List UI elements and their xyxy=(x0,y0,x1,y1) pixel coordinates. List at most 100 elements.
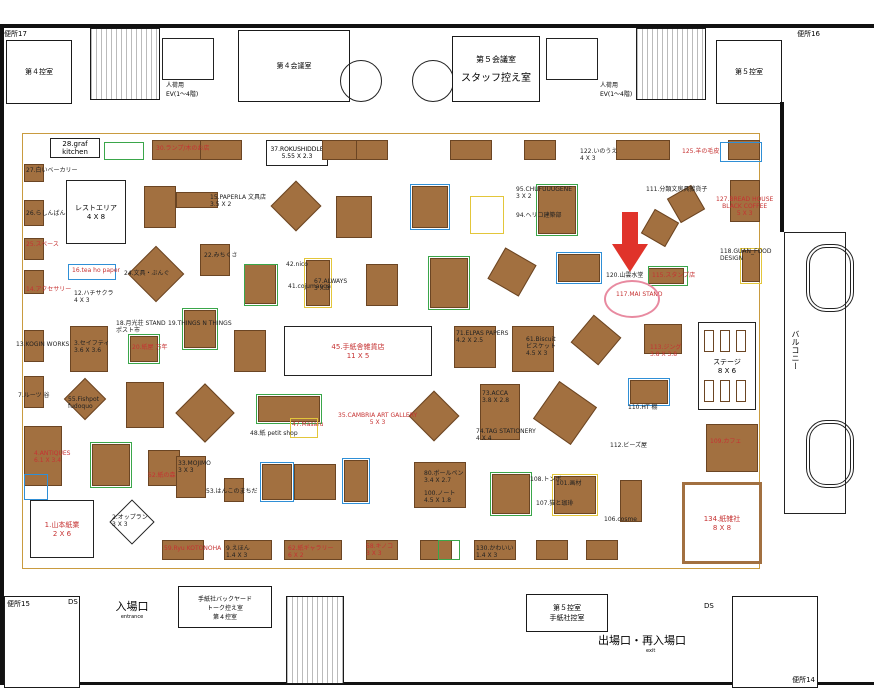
toilet-14: 便所14 xyxy=(732,596,818,688)
arrow-shaft xyxy=(622,212,638,246)
booth-134[interactable]: 134.紙雑社 8 X 8 xyxy=(682,482,762,564)
stair-block-bottom-left xyxy=(286,596,344,684)
booth-127-label[interactable]: 127.BREAD HOUSE BLACK COFFEE 5 X 3 xyxy=(716,196,774,217)
booth-112-label[interactable]: 112.ビーズ屋 xyxy=(610,442,648,449)
booth-73-label[interactable]: 73.ACCA 3.8 X 2.8 xyxy=(482,390,510,404)
highlight-circle-icon xyxy=(604,280,660,318)
table-am xyxy=(414,462,466,508)
table-ai xyxy=(176,456,206,498)
booth-48-label[interactable]: 48.紙 petit shop xyxy=(250,430,298,437)
balcony-stair-top xyxy=(806,244,854,312)
spiral-stair-right xyxy=(412,60,454,102)
booth-9-label[interactable]: 9.えほん 1.4 X 3 xyxy=(226,545,250,559)
booth-130-label[interactable]: 130.かわいい 1.4 X 3 xyxy=(476,545,514,559)
booth-118-label[interactable]: 118.GUAN_FOOD DESIGN xyxy=(720,248,772,262)
stage-table-6 xyxy=(736,380,746,402)
booth-20-label[interactable]: 20.紙屋 万年 xyxy=(132,344,168,351)
booth-67-label[interactable]: 67.ALWAYS 3 X 3 xyxy=(314,278,348,292)
booth-3-label[interactable]: 3.セイフティ 3.6 X 3.6 xyxy=(74,340,110,354)
table-aj xyxy=(262,464,292,500)
booth-55-label[interactable]: 55.Fishpot fudoquo xyxy=(68,396,99,410)
booth-1[interactable]: 1.山本紙業 2 X 6 xyxy=(30,500,94,558)
room-5-right: 第５控室 xyxy=(716,40,782,104)
rest-area[interactable]: レストエリア 4 X 8 xyxy=(66,180,126,244)
booth-45[interactable]: 45.手紙舎雑貨店 11 X 5 xyxy=(284,326,432,376)
outer-wall-bottom xyxy=(0,682,874,685)
booth-107-label[interactable]: 107.猫と珈琲 xyxy=(536,500,574,507)
table-ad xyxy=(480,384,520,440)
frame-green-4 xyxy=(536,184,578,236)
booth-108-label[interactable]: 108.トンボ xyxy=(530,476,562,483)
booth-16-label[interactable]: 16.tea ho paper xyxy=(72,267,121,274)
frame-blue-2 xyxy=(410,184,450,230)
booth-125-label[interactable]: 125.羊の毛皮 xyxy=(682,148,720,155)
booth-95-label[interactable]: 95.CHUFUUUGENE 3 X 2 xyxy=(516,186,572,200)
booth-52-label[interactable]: 52.紙の森 xyxy=(148,472,176,479)
booth-28[interactable]: 28.graf kitchen xyxy=(50,138,100,158)
table-ay xyxy=(586,540,618,560)
booth-24-label[interactable]: 24.文具・ぶんぐ xyxy=(124,270,170,277)
booth-122-label[interactable]: 122.いのうえ 4 X 3 xyxy=(580,148,618,162)
booth-53-label[interactable]: 53.はんこのまちだ xyxy=(206,488,258,495)
booth-25-label[interactable]: 25.スペース xyxy=(26,241,59,248)
booth-94-label[interactable]: 94.ヘリコ建築部 xyxy=(516,212,562,219)
frame-green-11 xyxy=(438,540,460,560)
booth-100-label[interactable]: 100.ノート 4.5 X 1.8 xyxy=(424,490,456,504)
stair-block-left xyxy=(90,28,160,100)
booth-30-label[interactable]: 30.ランプ/木のお店 xyxy=(156,145,210,152)
booth-33-label[interactable]: 33.MOJIMO 3 X 3 xyxy=(178,460,211,474)
table-s xyxy=(730,180,760,222)
booth-42-label[interactable]: 42.nico xyxy=(286,261,308,268)
booth-19-label[interactable]: 19.THINGS N THINGS xyxy=(168,320,232,327)
booth-62-label[interactable]: 62.紙ギャラリー 6 X 2 xyxy=(288,545,334,559)
booth-12-label[interactable]: 12.ハチサクラ 4 X 3 xyxy=(74,290,114,304)
booth-13-label[interactable]: 13.KOGIN WORKS xyxy=(16,341,70,348)
frame-green-9 xyxy=(90,442,132,488)
booth-110-label[interactable]: 110.HT 棚 xyxy=(628,404,658,411)
booth-7-label[interactable]: 7.ルーツ 谷 xyxy=(18,392,50,399)
booth-101-label[interactable]: 101.画材 xyxy=(556,480,582,487)
booth-35-label[interactable]: 35.CAMBRIA ART GALLERY 5 X 3 xyxy=(338,412,418,426)
table-av xyxy=(420,540,452,560)
booth-15-label[interactable]: 15.PAPERLA 文具店 3.5 X 2 xyxy=(210,194,266,208)
booth-37-label: 37.ROKUSHIDDLE 5.55 X 2.3 xyxy=(270,146,324,160)
room-4-center: 第４会議室 xyxy=(238,30,350,102)
booth-109-label[interactable]: 109.カフェ xyxy=(710,438,742,445)
booth-58-label[interactable]: 58.キノコ 3 X 3 xyxy=(366,543,394,557)
booth-37[interactable]: 37.ROKUSHIDDLE 5.55 X 2.3 xyxy=(266,140,328,166)
table-ap xyxy=(620,480,642,522)
booth-28-label: 28.graf kitchen xyxy=(62,140,88,156)
table-26 xyxy=(24,200,44,226)
booth-61-label[interactable]: 61.Biscuit ビスケット 4.5 X 3 xyxy=(526,336,557,357)
booth-41-label[interactable]: 41.cojumanga xyxy=(288,283,331,290)
booth-74-label[interactable]: 74.TAG STATIONERY 4 X 4 xyxy=(476,428,536,442)
frame-blue-4 xyxy=(628,378,670,406)
booth-47-label[interactable]: 47.Masaru xyxy=(292,421,324,428)
booth-4-label[interactable]: 4.ANTIQUES 6.1 X 3.4 xyxy=(34,450,71,464)
frame-yellow-1 xyxy=(304,258,332,308)
booth-111-label[interactable]: 111.分類文房具雑貨子 xyxy=(646,186,708,193)
frame-green-3 xyxy=(428,256,470,310)
toilet-15-label: 便所15 xyxy=(7,600,30,608)
booth-115-label[interactable]: 115.スタンプ店 xyxy=(652,272,696,279)
booth-120-label[interactable]: 120.山雲水堂 xyxy=(606,272,644,279)
booth-2-label[interactable]: 2.オップラン 3 X 3 xyxy=(112,514,148,528)
booth-106-label[interactable]: 106.cosme xyxy=(604,516,637,523)
booth-26-label[interactable]: 26.らしんばん xyxy=(26,210,66,217)
booth-113-label[interactable]: 113.ジング 3.8 X 3.8 xyxy=(650,344,682,358)
booth-22-label[interactable]: 22.みちくさ xyxy=(204,252,238,259)
booth-59-label[interactable]: 59.Ryu KOTONOHA xyxy=(164,545,222,552)
table-d xyxy=(450,140,492,160)
stage-table-2 xyxy=(720,330,730,352)
frame-green-2 xyxy=(244,264,278,306)
table-ab xyxy=(126,382,164,428)
booth-18-label[interactable]: 18.月光荘 STAND ポスト市 xyxy=(116,320,166,334)
table-g xyxy=(728,140,760,160)
frame-blue-6 xyxy=(342,458,370,504)
booth-71-label[interactable]: 71.ELPAS PAPERS 4.2 X 2.5 xyxy=(456,330,509,344)
booth-80-label[interactable]: 80.ボールペン 3.4 X 2.7 xyxy=(424,470,464,484)
table-4 xyxy=(24,426,62,486)
table-ak xyxy=(294,464,336,500)
booth-27-label[interactable]: 27.白いベーカリー xyxy=(26,167,78,174)
booth-14-label[interactable]: 14.アクセサリー xyxy=(26,286,72,293)
